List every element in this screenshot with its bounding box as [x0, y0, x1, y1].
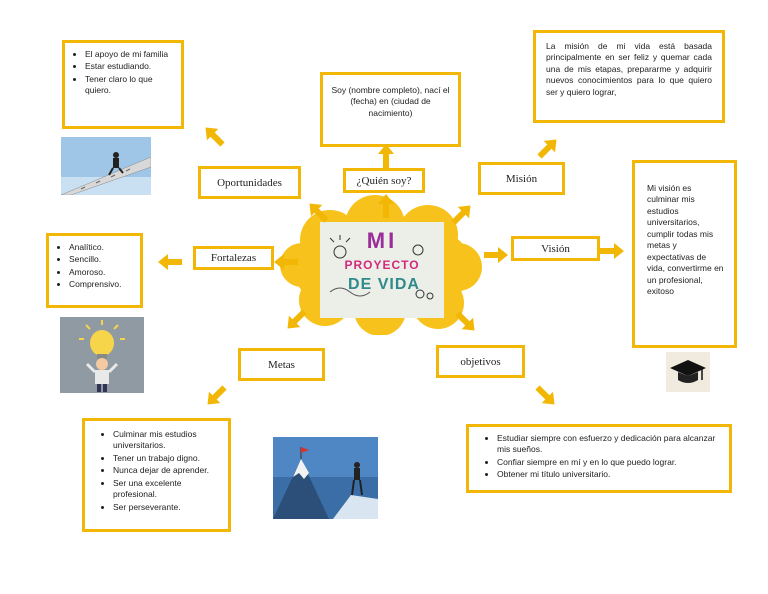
connector-arrow	[537, 139, 557, 159]
objetivos-item: Obtener mi título universitario.	[497, 469, 723, 480]
vision-box: Mi visión es culminar mis estudios unive…	[632, 160, 737, 348]
metas-item: Tener un trabajo digno.	[113, 453, 224, 464]
mision-box: La misión de mi vida está basada princip…	[533, 30, 725, 123]
connector-arrow	[205, 127, 225, 147]
proyecto-vida-logo	[329, 235, 434, 300]
title-line3: DE VIDA	[348, 276, 420, 293]
fortalezas-box: Analítico. Sencillo. Amoroso. Comprensiv…	[46, 233, 143, 308]
metas-item: Culminar mis estudios universitarios.	[113, 429, 224, 452]
oportunidades-item: Tener claro lo que quiero.	[85, 74, 177, 97]
connector-arrow	[158, 254, 182, 270]
connector-arrow	[207, 385, 227, 405]
oportunidades-box: El apoyo de mi familia Estar estudiando.…	[62, 40, 184, 129]
connector-arrow	[535, 385, 555, 405]
mountain-summit-image	[273, 437, 378, 519]
objetivos-box: Estudiar siempre con esfuerzo y dedicaci…	[466, 424, 732, 493]
quien-soy-box: Soy (nombre completo), nací el (fecha) e…	[320, 72, 461, 147]
label-oportunidades: Oportunidades	[198, 166, 301, 199]
vision-text: Mi visión es culminar mis estudios unive…	[647, 183, 724, 297]
label-objetivos: objetivos	[436, 345, 525, 378]
proyecto-vida-card: MI PROYECTO DE VIDA	[320, 222, 444, 318]
fortalezas-item: Comprensivo.	[69, 279, 136, 290]
title-line2: PROYECTO	[344, 258, 420, 272]
label-quien-soy: ¿Quién soy?	[343, 168, 425, 193]
fortalezas-item: Amoroso.	[69, 267, 136, 278]
connector-arrow	[484, 247, 508, 263]
connector-arrow	[600, 243, 624, 259]
title-line1: MI	[366, 228, 398, 253]
metas-item: Ser una excelente profesional.	[113, 478, 224, 501]
metas-box: Culminar mis estudios universitarios. Te…	[82, 418, 231, 532]
objetivos-item: Estudiar siempre con esfuerzo y dedicaci…	[497, 433, 723, 456]
label-metas: Metas	[238, 348, 325, 381]
connector-arrow	[378, 144, 394, 168]
metas-item: Nunca dejar de aprender.	[113, 465, 224, 476]
metas-item: Ser perseverante.	[113, 502, 224, 513]
oportunidades-item: Estar estudiando.	[85, 61, 177, 72]
objetivos-item: Confiar siempre en mí y en lo que puedo …	[497, 457, 723, 468]
label-mision: Misión	[478, 162, 565, 195]
fortalezas-item: Analítico.	[69, 242, 136, 253]
lightbulb-person-image	[60, 317, 144, 393]
label-vision: Visión	[511, 236, 600, 261]
fortalezas-item: Sencillo.	[69, 254, 136, 265]
graduation-cap-image	[666, 352, 710, 392]
quien-soy-text: Soy (nombre completo), nací el (fecha) e…	[331, 85, 450, 118]
stairs-climber-image	[61, 137, 151, 195]
mision-text: La misión de mi vida está basada princip…	[546, 41, 712, 97]
oportunidades-item: El apoyo de mi familia	[85, 49, 177, 60]
label-fortalezas: Fortalezas	[193, 246, 274, 270]
